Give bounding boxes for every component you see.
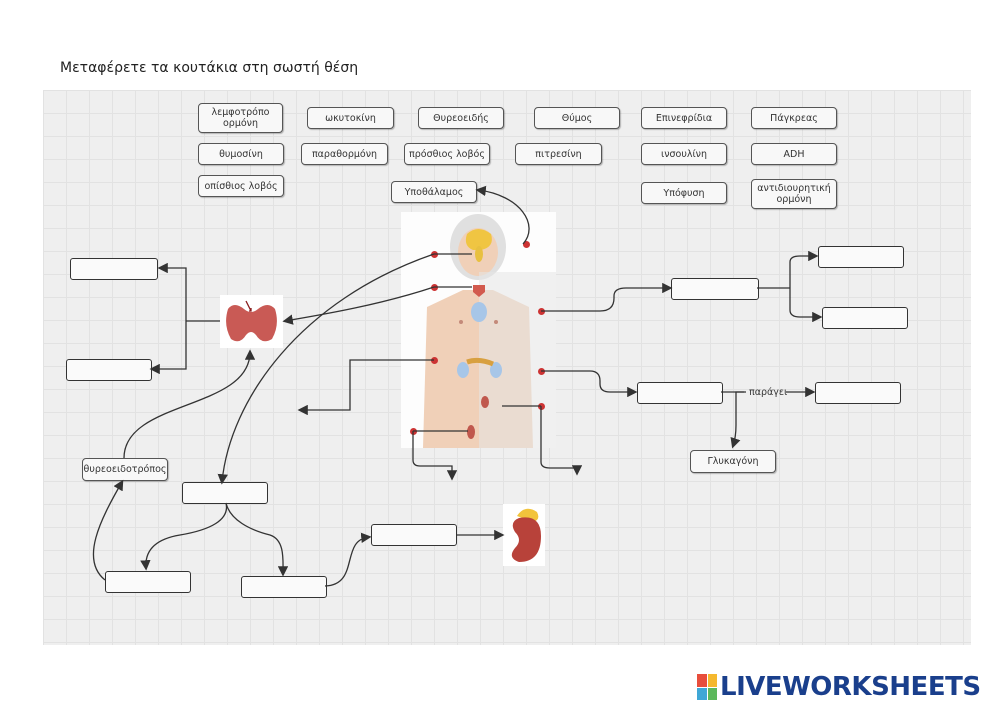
drop-target-lobe[interactable] xyxy=(182,482,268,504)
drop-target-left-upper[interactable] xyxy=(70,258,158,280)
chip-parathormone[interactable]: παραθορμόνη xyxy=(301,143,388,165)
drop-target-right-1a[interactable] xyxy=(818,246,904,268)
liveworksheets-logo: LIVEWORKSHEETS xyxy=(697,672,981,702)
marker-3 xyxy=(431,284,438,291)
logo-mark-icon xyxy=(697,674,717,700)
marker-1 xyxy=(523,241,530,248)
chip-thymosin[interactable]: θυμοσίνη xyxy=(198,143,284,165)
drop-target-bottom-left[interactable] xyxy=(105,571,191,593)
drop-target-right-1b[interactable] xyxy=(822,307,908,329)
chip-adrenals[interactable]: Επινεφρίδια xyxy=(641,107,727,129)
chip-insulin[interactable]: ινσουλίνη xyxy=(641,143,727,165)
drop-target-left-lower[interactable] xyxy=(66,359,152,381)
chip-pancreas[interactable]: Πάγκρεας xyxy=(751,107,837,129)
kidney-image xyxy=(503,504,545,566)
chip-anterior-lobe[interactable]: πρόσθιος λοβός xyxy=(404,143,490,165)
drop-target-pancreas[interactable] xyxy=(637,382,723,404)
chip-adh[interactable]: ADH xyxy=(751,143,837,165)
label-glucagon: Γλυκαγόνη xyxy=(690,450,776,473)
body-figure xyxy=(401,212,556,448)
label-hypothalamus: Υποθάλαμος xyxy=(391,181,477,203)
marker-4 xyxy=(538,308,545,315)
marker-8 xyxy=(410,428,417,435)
label-produces: παράγει xyxy=(749,387,788,398)
chip-thymus[interactable]: Θύμος xyxy=(534,107,620,129)
label-thyrotropin: θυρεοειδοτρόπος xyxy=(82,458,168,481)
marker-7 xyxy=(538,403,545,410)
marker-6 xyxy=(538,368,545,375)
chip-oxytocin[interactable]: ωκυτοκίνη xyxy=(307,107,394,129)
logo-text: LIVEWORKSHEETS xyxy=(720,672,981,702)
drop-target-bottom-mid[interactable] xyxy=(241,576,327,598)
body-illustration xyxy=(401,212,556,448)
marker-5 xyxy=(431,357,438,364)
worksheet-title: Μεταφέρετε τα κουτάκια στη σωστή θέση xyxy=(60,60,359,76)
chip-antidiuretic-hormone[interactable]: αντιδιουρητική ορμόνη xyxy=(751,179,837,209)
thyroid-image xyxy=(220,295,283,348)
drop-target-right-1[interactable] xyxy=(671,278,759,300)
drop-target-produces[interactable] xyxy=(815,382,901,404)
chip-thyroid[interactable]: Θυρεοειδής xyxy=(418,107,504,129)
drop-target-kidney[interactable] xyxy=(371,524,457,546)
marker-2 xyxy=(431,251,438,258)
chip-pitressin[interactable]: πιτρεσίνη xyxy=(515,143,602,165)
chip-pituitary[interactable]: Υπόφυση xyxy=(641,182,727,204)
chip-posterior-lobe[interactable]: οπίσθιος λοβός xyxy=(198,175,284,197)
chip-lymphotropic-hormone[interactable]: λεμφοτρόπο ορμόνη xyxy=(198,103,283,133)
